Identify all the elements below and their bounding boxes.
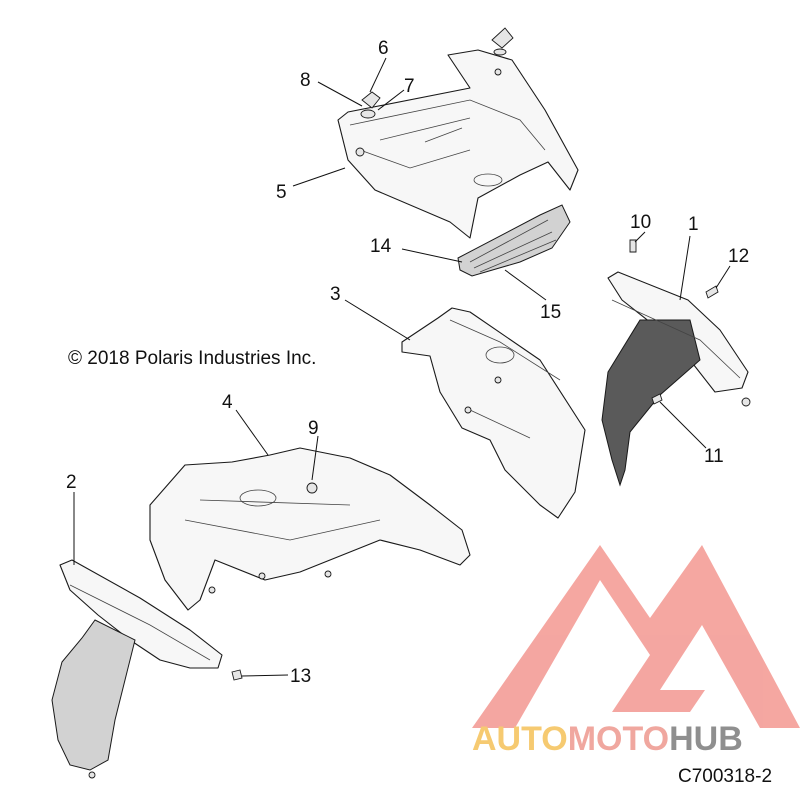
part-2-left-fender xyxy=(51,559,243,779)
part-5-hood xyxy=(337,49,579,239)
callout-11: 11 xyxy=(704,446,724,467)
part-1-right-fender xyxy=(601,271,751,487)
callout-14: 14 xyxy=(370,236,392,257)
part-3-center-panel xyxy=(401,307,586,519)
part-code: C700318-2 xyxy=(678,766,772,787)
screw-11 xyxy=(651,393,663,405)
callout-15: 15 xyxy=(540,302,561,323)
callout-4: 4 xyxy=(222,392,233,413)
watermark-logo: AUTOMOTOHUB xyxy=(472,545,800,758)
callout-12: 12 xyxy=(728,246,749,267)
callout-6: 6 xyxy=(378,38,389,59)
screw-10 xyxy=(629,239,637,253)
callout-5: 5 xyxy=(276,182,287,203)
logo-text: AUTOMOTOHUB xyxy=(472,720,743,758)
fastener-top-right xyxy=(491,27,514,56)
callout-8: 8 xyxy=(300,70,311,91)
callout-1: 1 xyxy=(688,214,699,235)
leader-lines xyxy=(73,57,731,677)
copyright-text: © 2018 Polaris Industries Inc. xyxy=(68,348,316,369)
callout-2: 2 xyxy=(66,472,77,493)
screw-12 xyxy=(705,285,719,299)
callout-9: 9 xyxy=(308,418,319,439)
callout-7: 7 xyxy=(404,76,415,97)
part-14-grille xyxy=(457,204,571,277)
fastener-6-7-8 xyxy=(360,91,381,119)
callouts: 1 2 3 4 5 6 7 8 9 10 11 12 13 14 15 xyxy=(66,38,749,687)
part-4-lower-panel xyxy=(149,447,471,611)
callout-13: 13 xyxy=(290,666,311,687)
callout-10: 10 xyxy=(630,212,651,233)
logo-triangle xyxy=(472,545,800,728)
callout-3: 3 xyxy=(330,284,341,305)
